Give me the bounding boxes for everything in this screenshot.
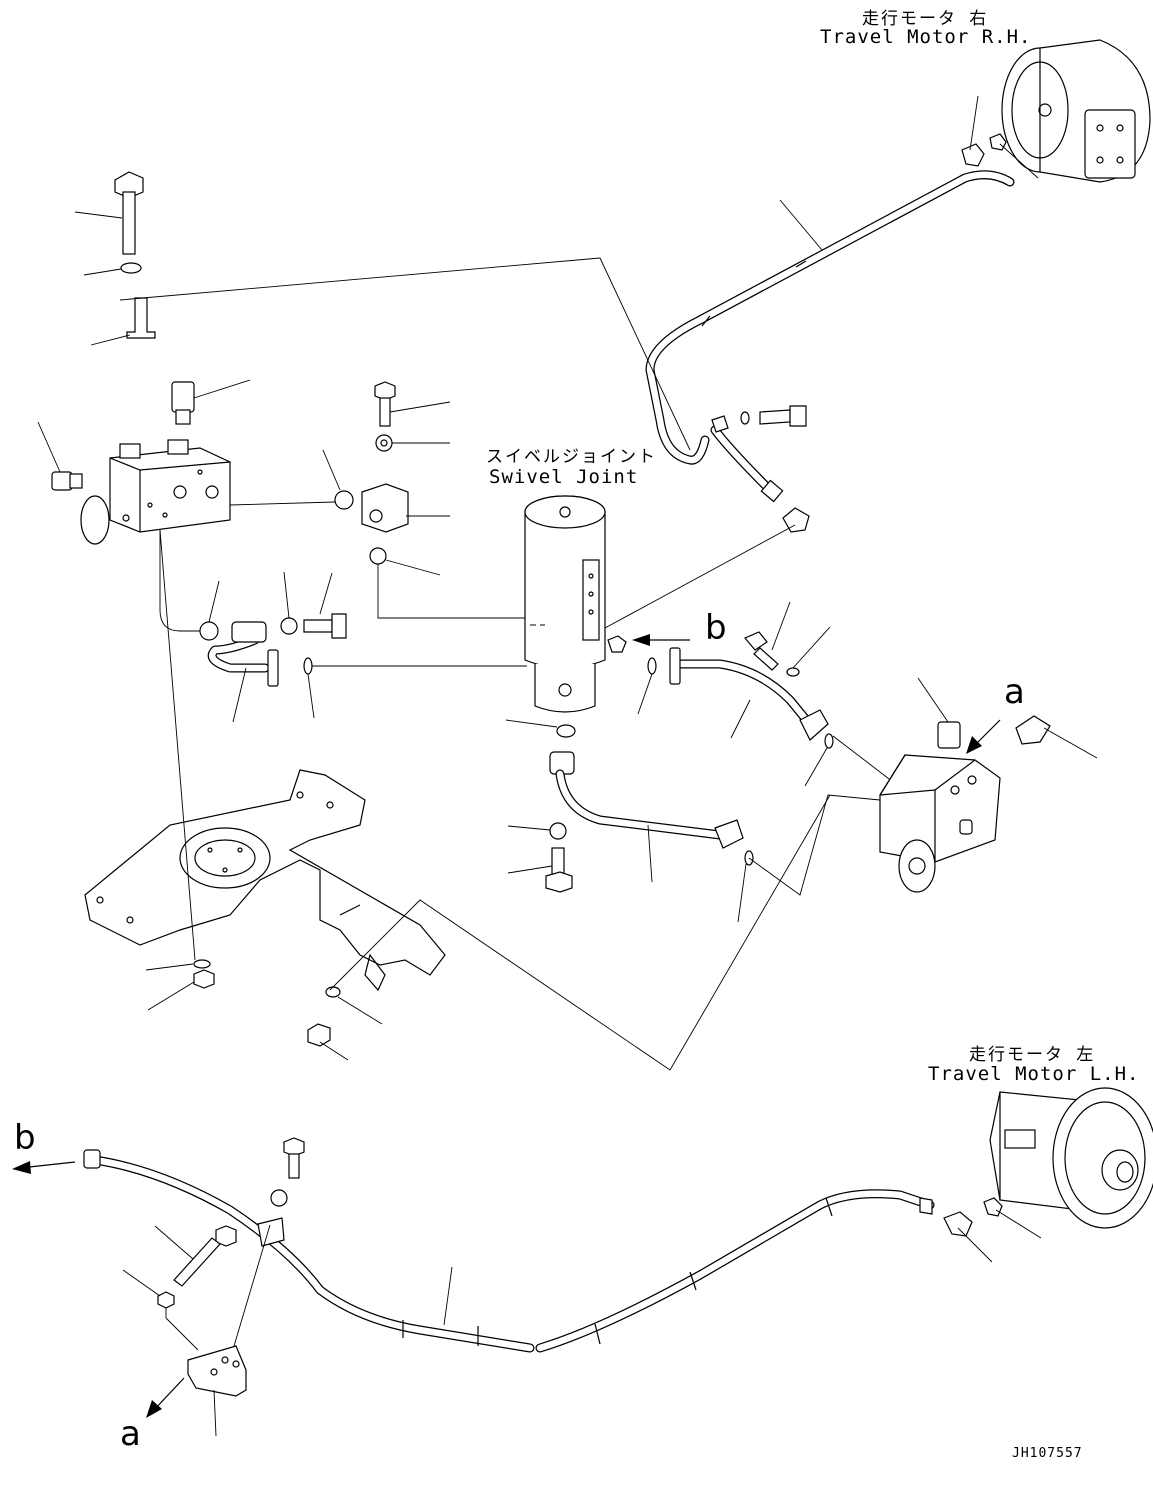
reference-b-lower: b	[14, 1118, 36, 1158]
center-o-ring	[369, 547, 535, 619]
valve-block	[80, 439, 231, 545]
hose-rh	[645, 170, 1015, 503]
motor-lh-label: Travel Motor L.H.	[928, 1063, 1140, 1085]
o-ring-right-end	[804, 733, 894, 787]
swivel-bottom-o-ring	[505, 719, 576, 738]
o-ring-bottom-end	[737, 850, 754, 923]
motor-lh-japanese-label: 走行モータ 左	[969, 1045, 1096, 1065]
hose-lh	[83, 1149, 935, 1353]
center-bolt	[374, 381, 451, 427]
bolt-tube-left	[303, 572, 347, 639]
rh-adapter-fitting	[989, 133, 1039, 179]
frame-carbody	[84, 769, 446, 992]
side-elbow	[37, 421, 83, 491]
clamp-bolt-lh	[257, 1137, 305, 1247]
frame-washer	[145, 959, 211, 971]
pressure-sensor	[171, 379, 251, 425]
lh-adapter-fitting	[983, 1197, 1042, 1239]
clamp-bolt-rh	[711, 405, 807, 433]
motor-rh-japanese-label: 走行モータ 右	[862, 9, 989, 29]
frame-nut-2	[307, 1023, 349, 1061]
o-ring-right-flange	[637, 657, 657, 715]
bolt-right	[744, 601, 791, 671]
o-ring-valve	[229, 449, 354, 510]
connector-line-frame	[329, 794, 831, 1071]
reference-b-arrow-lower	[12, 1161, 76, 1174]
motor-rh-label: Travel Motor R.H.	[820, 26, 1032, 48]
connector-line-right	[748, 794, 881, 896]
swivel-joint-label: Swivel Joint	[489, 466, 639, 488]
flange-block	[361, 483, 450, 533]
mount-bracket-lh	[187, 1224, 271, 1437]
bracket-plate	[90, 297, 156, 346]
swivel-side-fitting	[604, 507, 810, 629]
frame-washer-2	[325, 986, 383, 1025]
reference-a-lower: a	[120, 1414, 141, 1454]
reference-a-arrow-lower	[146, 1377, 185, 1418]
bracket-line-2	[599, 257, 691, 451]
lh-elbow-fitting	[943, 1211, 993, 1263]
bolt-bottom	[507, 847, 573, 893]
bracket-line	[119, 257, 601, 301]
travel-motor-rh	[1001, 39, 1151, 183]
reference-b-upper: b	[705, 608, 727, 648]
tube-bottom	[549, 751, 744, 883]
bracket-nut-lh	[122, 1269, 199, 1351]
right-valve-block	[879, 754, 1001, 893]
o-ring-left-flange	[303, 657, 527, 719]
reference-a-arrow-upper	[966, 719, 1001, 754]
washer-bottom	[507, 822, 567, 840]
reference-a-upper: a	[1004, 672, 1025, 712]
center-washer	[375, 434, 450, 452]
frame-nut	[147, 969, 215, 1011]
travel-motor-lh	[989, 1087, 1153, 1229]
right-valve-sensor	[917, 677, 961, 749]
tube-left	[207, 621, 279, 723]
rh-elbow-fitting	[961, 95, 985, 167]
drawing-code: JH107557	[1012, 1446, 1083, 1461]
o-ring-tube-left	[159, 530, 220, 641]
right-valve-fitting	[1015, 715, 1098, 759]
long-bolt	[74, 171, 144, 255]
washer-right	[786, 626, 831, 677]
washer-top	[83, 262, 142, 276]
swivel-joint-japanese-label: スイベルジョイント	[486, 447, 657, 467]
washer-tube-left	[280, 571, 298, 635]
swivel-joint	[524, 495, 627, 713]
reference-b-arrow-upper	[632, 634, 690, 646]
valve-mount-line	[159, 529, 196, 961]
tube-right	[669, 647, 829, 741]
bracket-bolt-lh	[154, 1225, 237, 1287]
